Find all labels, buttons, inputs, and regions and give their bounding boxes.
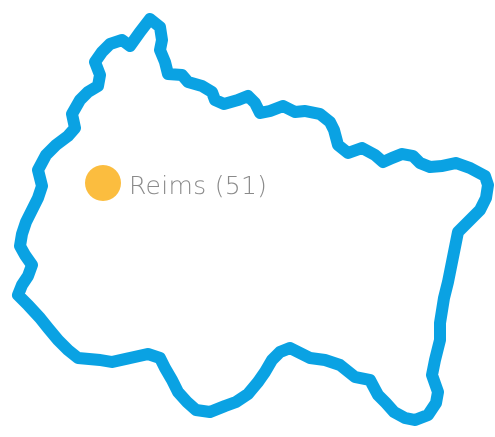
region-outline <box>12 13 494 426</box>
city-marker <box>85 165 121 201</box>
city-label: Reims (51) <box>129 171 268 200</box>
